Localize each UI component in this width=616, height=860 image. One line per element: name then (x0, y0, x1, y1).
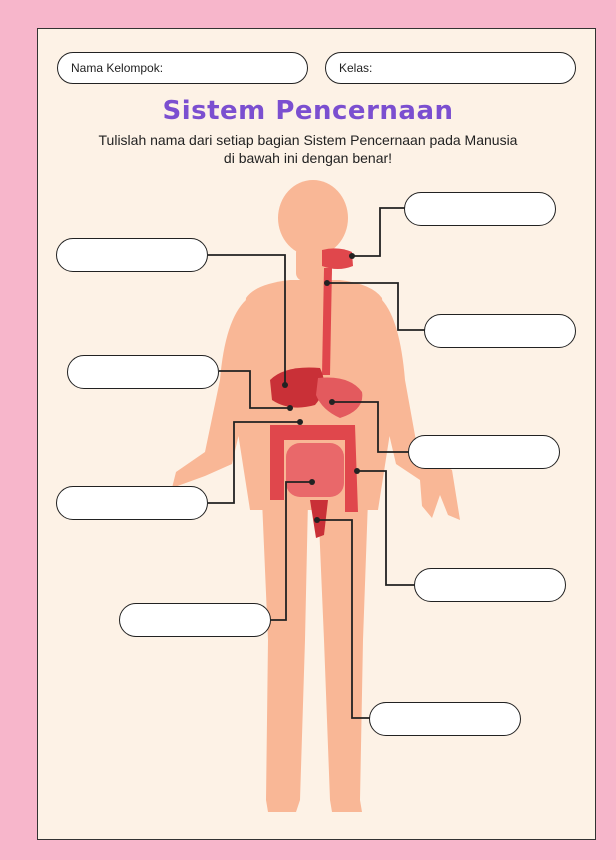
answer-box-large-intestine[interactable] (414, 568, 566, 602)
answer-box-gallbladder[interactable] (67, 355, 219, 389)
answer-box-liver[interactable] (56, 238, 208, 272)
answer-box-mouth[interactable] (404, 192, 556, 226)
answer-box-small-intestine[interactable] (119, 603, 271, 637)
answer-box-pancreas[interactable] (56, 486, 208, 520)
answer-box-rectum[interactable] (369, 702, 521, 736)
answer-box-stomach[interactable] (408, 435, 560, 469)
answer-box-esophagus[interactable] (424, 314, 576, 348)
